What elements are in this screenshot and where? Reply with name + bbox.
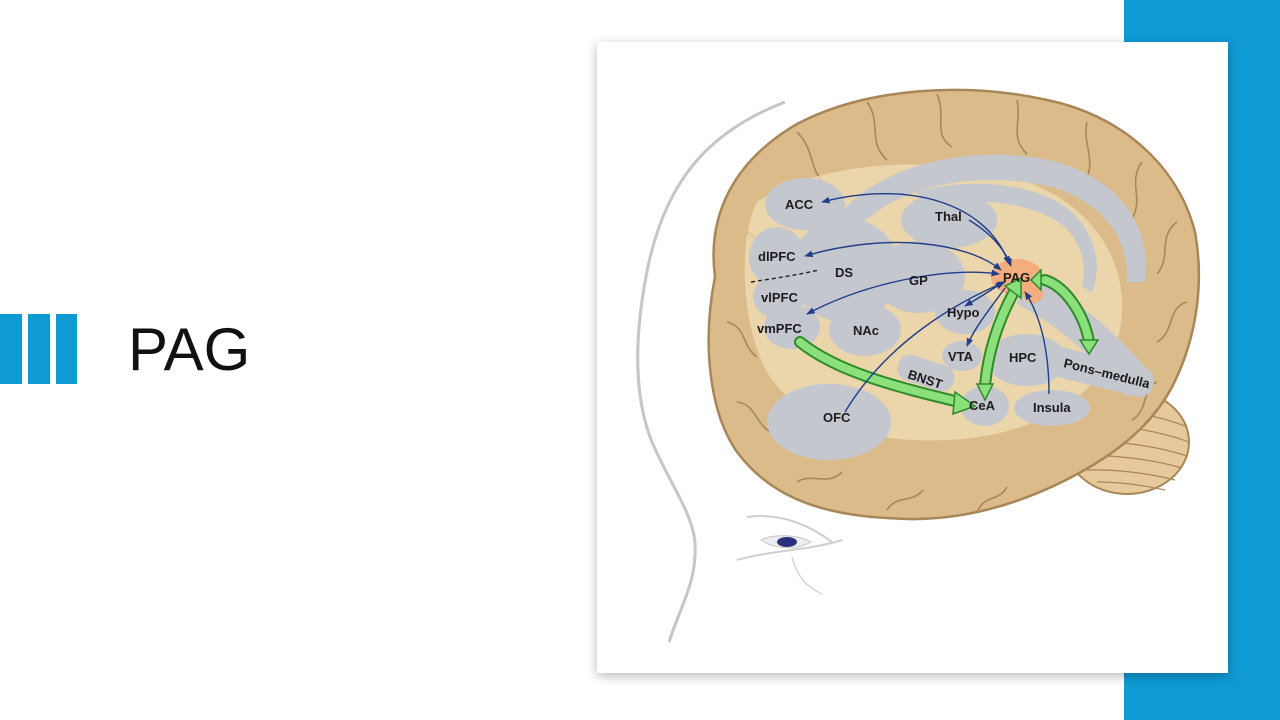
green-arrowhead bbox=[1003, 276, 1022, 300]
label-insula: Insula bbox=[1033, 400, 1071, 415]
arrow-acc-pag bbox=[821, 192, 1010, 265]
region-vta bbox=[942, 341, 982, 371]
label-acc: ACC bbox=[785, 197, 814, 212]
region-cea bbox=[961, 386, 1009, 426]
label-vlpfc: vlPFC bbox=[761, 290, 798, 305]
region-ofc bbox=[767, 384, 891, 460]
region-pons-medulla bbox=[1045, 347, 1155, 397]
face-contour bbox=[791, 556, 823, 595]
arrow-vmpfc-pag bbox=[806, 269, 1000, 315]
arrow-insula-pag bbox=[1024, 291, 1050, 395]
section-marker-bar bbox=[0, 314, 22, 384]
label-vmpfc: vmPFC bbox=[757, 321, 802, 336]
label-thal: Thal bbox=[935, 209, 962, 224]
brain-diagram-figure: ACC Thal dlPFC DS GP PAG vlPFC Hypo vmPF… bbox=[597, 42, 1228, 673]
green-arrowhead bbox=[1029, 268, 1042, 292]
label-vta: VTA bbox=[948, 349, 974, 364]
brain-diagram: ACC Thal dlPFC DS GP PAG vlPFC Hypo vmPF… bbox=[636, 88, 1201, 643]
eye-iris bbox=[777, 537, 797, 547]
region-insula bbox=[1014, 390, 1090, 426]
face-contour bbox=[736, 539, 843, 561]
arrow-ofc-pag bbox=[844, 281, 1006, 413]
label-pag: PAG bbox=[1003, 270, 1030, 285]
corpus-callosum bbox=[827, 154, 1146, 282]
label-ofc: OFC bbox=[823, 410, 851, 425]
region-bnst bbox=[897, 354, 955, 392]
label-nac: NAc bbox=[853, 323, 879, 338]
section-marker-bar bbox=[28, 314, 50, 384]
green-arrowhead bbox=[975, 383, 995, 402]
arrow-pag-vta bbox=[966, 287, 1006, 347]
fornix-arc bbox=[917, 183, 1097, 292]
dlpfc-vlpfc-boundary bbox=[750, 269, 820, 283]
blue-connection-arrows bbox=[804, 192, 1050, 413]
label-gp: GP bbox=[909, 273, 928, 288]
green-arrowhead bbox=[952, 390, 977, 416]
face-contour bbox=[746, 515, 833, 543]
green-arrowhead bbox=[1078, 339, 1100, 356]
label-ds: DS bbox=[835, 265, 853, 280]
region-vmpfc bbox=[764, 305, 820, 349]
arrow-thal-pag bbox=[968, 219, 1012, 267]
head-outline bbox=[636, 100, 786, 643]
region-nac bbox=[829, 304, 901, 356]
arrow-dlpfc-pag bbox=[804, 241, 1002, 271]
label-cea: CeA bbox=[969, 398, 996, 413]
label-dlpfc: dlPFC bbox=[758, 249, 796, 264]
section-marker-bar bbox=[56, 314, 77, 384]
region-hpc bbox=[987, 334, 1067, 386]
label-hypo: Hypo bbox=[947, 305, 980, 320]
slide-title: PAG bbox=[128, 316, 251, 383]
brain-gyri bbox=[726, 93, 1188, 513]
label-hpc: HPC bbox=[1009, 350, 1037, 365]
